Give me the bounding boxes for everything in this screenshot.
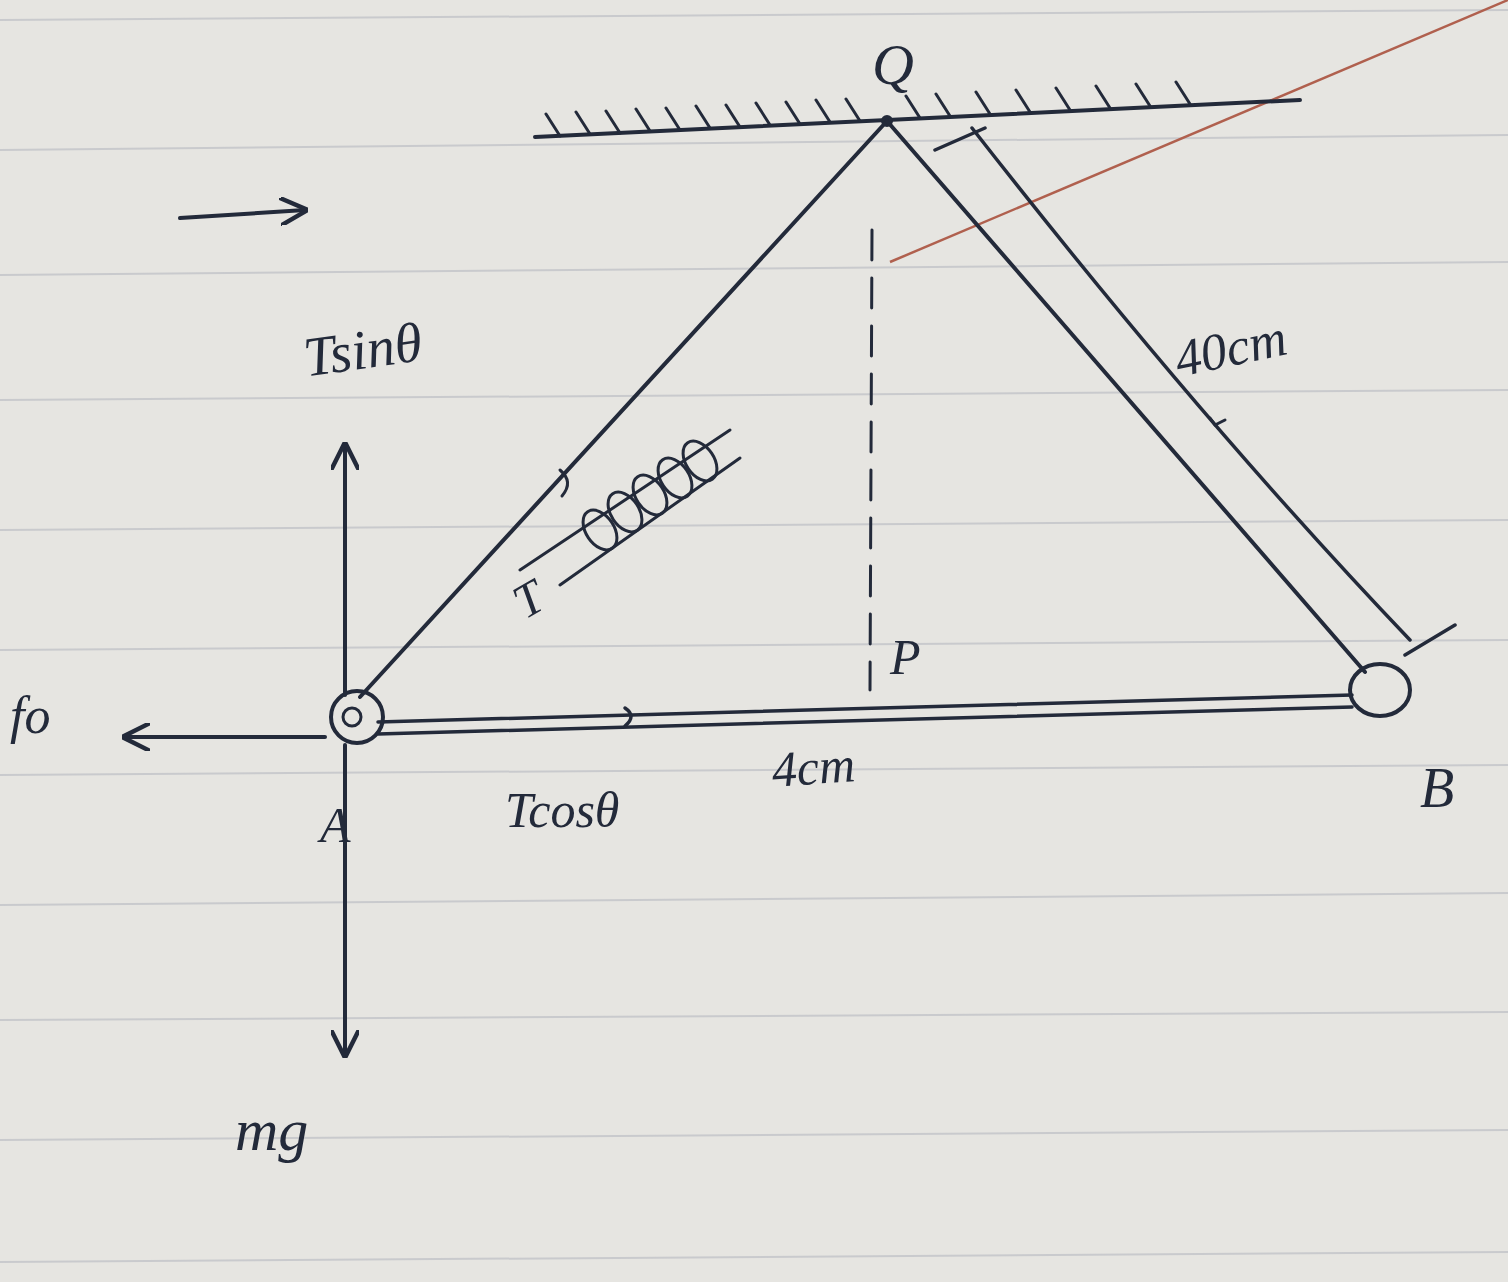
- dimension-ticks: [935, 128, 1455, 655]
- ruled-lines: [0, 10, 1508, 1262]
- force-label: Tcosθ: [505, 785, 619, 835]
- point-label: A: [320, 800, 351, 850]
- tension-tick: [625, 708, 631, 726]
- arc-arrow: [1210, 418, 1225, 425]
- force-label: Tsinθ: [300, 313, 426, 385]
- string-qa: [360, 121, 887, 697]
- ring-a: [331, 691, 383, 743]
- ink-drawing: [125, 82, 1455, 1055]
- force-arrow-up: [343, 445, 347, 695]
- force-arrow-down: [343, 745, 347, 1055]
- rod: [378, 695, 1352, 734]
- dashed-height: [870, 230, 872, 690]
- point-label: Q: [872, 36, 914, 94]
- length-label: 40cm: [1170, 312, 1291, 386]
- ring-b: [1350, 664, 1410, 716]
- ring-a-inner: [343, 708, 361, 726]
- string-qb: [887, 121, 1365, 672]
- tension-label: T: [505, 572, 552, 627]
- force-label: fo: [10, 690, 50, 742]
- length-label: 4cm: [770, 739, 857, 795]
- side-arrow: [180, 210, 305, 218]
- point-label: P: [890, 632, 921, 682]
- spring-symbol: [520, 430, 740, 585]
- force-label: mg: [235, 1100, 308, 1160]
- ceiling-hatch: [546, 82, 1190, 136]
- red-pen-line: [890, 0, 1508, 262]
- arc-dimension: [972, 128, 1410, 640]
- force-arrow-left: [125, 735, 325, 739]
- point-label: B: [1420, 760, 1454, 816]
